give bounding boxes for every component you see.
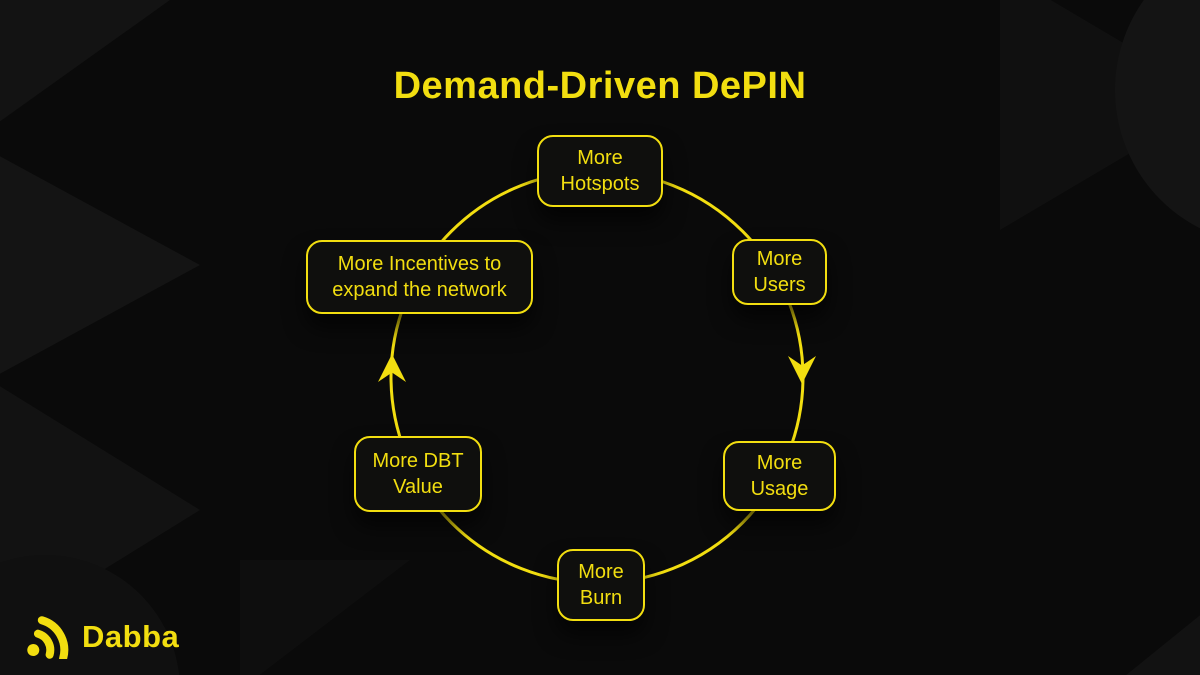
node-more-hotspots: More Hotspots bbox=[537, 135, 663, 207]
node-more-incentives: More Incentives to expand the network bbox=[306, 240, 533, 314]
node-more-users: More Users bbox=[732, 239, 827, 305]
dabba-signal-icon bbox=[27, 616, 69, 659]
dabba-logo: Dabba bbox=[24, 615, 179, 659]
node-label: More DBT Value bbox=[372, 450, 464, 498]
node-label: More Hotspots bbox=[560, 147, 640, 195]
node-more-dbt-value: More DBT Value bbox=[354, 436, 482, 512]
node-label: More Usage bbox=[750, 452, 809, 500]
node-label: More Incentives to expand the network bbox=[332, 253, 507, 301]
node-more-burn: More Burn bbox=[557, 549, 645, 621]
node-more-usage: More Usage bbox=[723, 441, 836, 511]
node-label: More Users bbox=[753, 248, 806, 296]
cycle-circle bbox=[389, 169, 805, 585]
arrow-up-icon bbox=[378, 354, 406, 382]
logo-wordmark: Dabba bbox=[82, 619, 180, 654]
node-label: More Burn bbox=[578, 561, 624, 609]
page-title: Demand-Driven DePIN bbox=[393, 65, 807, 108]
arrow-down-icon bbox=[788, 356, 816, 384]
